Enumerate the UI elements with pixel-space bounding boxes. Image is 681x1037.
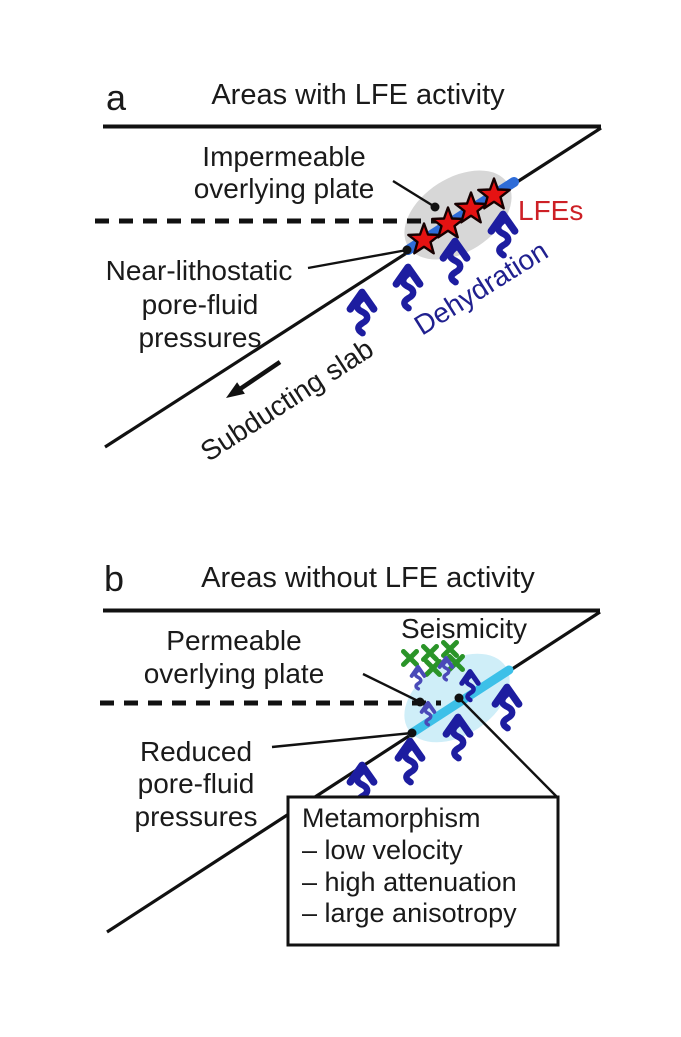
subduction-arrow-shaft <box>238 360 282 391</box>
dehydration-arrow-icon <box>443 241 467 282</box>
pore-pressure-label-a-line3: pressures <box>139 322 262 353</box>
metamorphism-box-title: Metamorphism <box>302 803 481 833</box>
dehydration-arrow-icon <box>398 741 422 782</box>
impermeable-pointer-line <box>392 179 436 209</box>
permeable-pointer-line <box>362 672 421 704</box>
pointer-dot-icon <box>454 693 464 703</box>
permeable-plate-label-line2: overlying plate <box>144 658 325 689</box>
metamorphism-pointer-line <box>458 697 558 798</box>
dehydration-arrow-icon <box>350 292 374 333</box>
panel-b: b Areas without LFE activity Seismicity … <box>100 558 601 947</box>
metamorphism-box-item: – high attenuation <box>302 867 517 897</box>
metamorphism-box-item: – low velocity <box>302 835 463 865</box>
panel-a: a Areas with LFE activity Impermeable ov… <box>95 77 602 467</box>
pointer-dot-icon <box>402 245 412 255</box>
panel-b-tag: b <box>104 558 124 599</box>
pore-pressure-pointer-line-a <box>307 248 408 270</box>
pore-pressure-pointer-line-b <box>271 731 413 749</box>
pore-pressure-label-a-line1: Near-lithostatic <box>106 255 293 286</box>
lfes-label: LFEs <box>518 195 583 226</box>
seismicity-cross-icon <box>424 647 437 660</box>
pore-pressure-label-b-line2: pore-fluid <box>138 768 255 799</box>
impermeable-plate-label-line1: Impermeable <box>202 141 365 172</box>
pointer-dot-icon <box>407 728 417 738</box>
pore-pressure-label-b-line3: pressures <box>135 801 258 832</box>
panel-a-title: Areas with LFE activity <box>211 79 505 111</box>
seismicity-cross-icon <box>404 652 417 665</box>
pore-pressure-label-b-line1: Reduced <box>140 736 252 767</box>
panel-a-tag: a <box>106 77 127 118</box>
pointer-dot-icon <box>430 202 440 212</box>
seismicity-label: Seismicity <box>401 613 527 644</box>
pore-pressure-label-a-line2: pore-fluid <box>142 289 259 320</box>
pointer-dot-icon <box>415 697 425 707</box>
panel-b-title: Areas without LFE activity <box>201 562 535 594</box>
dehydration-arrow-icon <box>491 214 515 255</box>
seismicity-cross-icon <box>444 643 457 656</box>
permeable-plate-label-line1: Permeable <box>166 625 301 656</box>
metamorphism-box-item: – large anisotropy <box>302 898 517 928</box>
subduction-arrow-head-icon <box>226 382 245 398</box>
metamorphism-box <box>286 795 560 947</box>
dehydration-arrow-icon <box>396 267 420 308</box>
impermeable-plate-label-line2: overlying plate <box>194 173 375 204</box>
